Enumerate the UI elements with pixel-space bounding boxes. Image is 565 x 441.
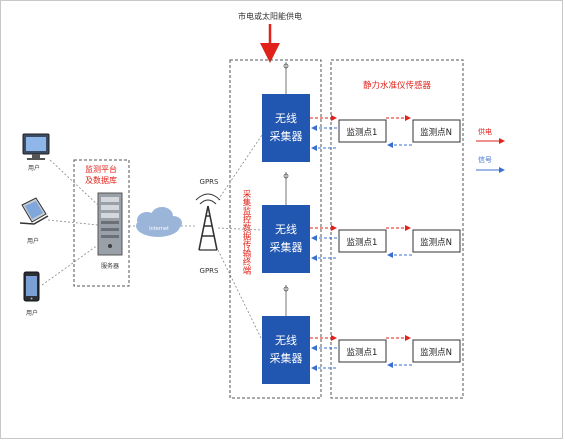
antenna-tower-icon (195, 193, 221, 251)
collector-2-line2: 采集器 (270, 240, 303, 254)
collector-unit-1: 无线 采集器 (262, 62, 310, 162)
gprs-label-upper: GPRS (200, 178, 220, 186)
laptop-icon (19, 197, 49, 225)
client-label-3: 用户 (26, 309, 38, 317)
internet-cloud-icon (136, 207, 182, 237)
collector-2-line1: 无线 (275, 222, 297, 236)
monitor-point-box (412, 339, 461, 363)
collector-group-title: 采集监控数据传输终端 (241, 189, 251, 275)
collector-3-line2: 采集器 (270, 351, 303, 365)
gprs-label-lower: GPRS (200, 267, 220, 275)
collector-unit-2: 无线 采集器 (262, 172, 310, 273)
server-label: 服务器 (101, 262, 119, 270)
power-source-label: 市电或太阳能供电 (238, 11, 302, 21)
monitor-point-first-label: 监测点1 (347, 127, 378, 138)
monitor-point-box (412, 119, 461, 143)
desktop-computer-icon (22, 133, 50, 160)
collector-group-box (229, 59, 322, 399)
collector-1-line2: 采集器 (270, 129, 303, 143)
legend-power-label: 供电 (478, 127, 492, 136)
client-label-1: 用户 (28, 164, 40, 172)
client-link-3 (41, 244, 99, 286)
client-link-1 (49, 159, 99, 206)
monitor-point-box (338, 229, 387, 253)
monitor-point-last-label: 监测点N (420, 127, 452, 138)
cloud-label: Internet (149, 226, 169, 232)
monitor-point-first-label: 监测点1 (347, 347, 378, 358)
monitor-point-box (338, 339, 387, 363)
tower-collector-link-3 (217, 249, 263, 341)
platform-title-line1: 监测平台 (85, 164, 117, 174)
client-label-2: 用户 (27, 237, 39, 245)
platform-group-box (73, 159, 130, 287)
monitor-point-box (412, 229, 461, 253)
sensor-row-2: 监测点1 监测点N (310, 225, 461, 261)
monitor-point-box (338, 119, 387, 143)
monitor-point-last-label: 监测点N (420, 237, 452, 248)
monitor-point-first-label: 监测点1 (347, 237, 378, 248)
sensor-group-title: 静力水准仪传感器 (363, 80, 432, 91)
monitor-point-last-label: 监测点N (420, 347, 452, 358)
sensor-row-1: 监测点1 监测点N (310, 115, 461, 151)
collector-1-line1: 无线 (275, 111, 297, 125)
sensor-row-3: 监测点1 监测点N (310, 335, 461, 371)
tower-collector-link-1 (217, 134, 263, 201)
collector-unit-3: 无线 采集器 (262, 285, 310, 384)
tower-collector-link-2 (217, 227, 263, 231)
legend-signal-label: 信号 (478, 155, 492, 164)
server-icon (97, 192, 123, 256)
collector-3-line1: 无线 (275, 333, 297, 347)
legend: 供电 信号 (476, 127, 505, 173)
platform-title-line2: 及数据库 (85, 175, 117, 185)
mobile-phone-icon (23, 271, 40, 302)
client-link-2 (47, 219, 99, 226)
